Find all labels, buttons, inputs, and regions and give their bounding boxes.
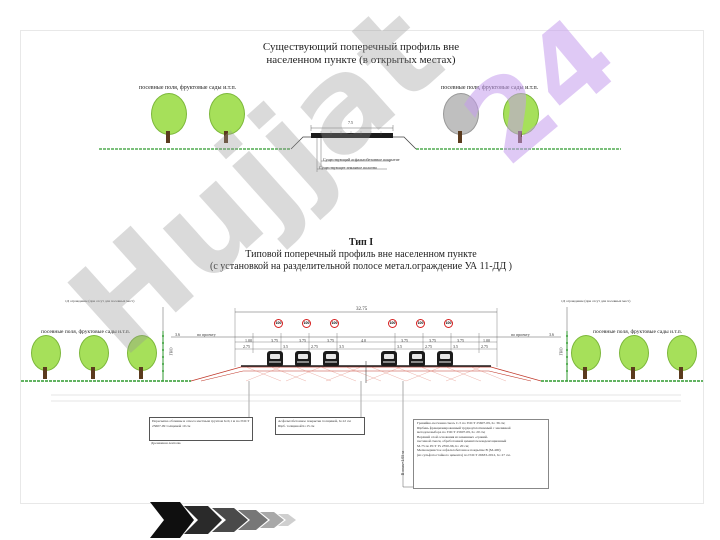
vert-label-right: ГНО [558,347,564,356]
top-leader-subgrade: Существующее земляное полотно [319,165,378,170]
car-icon [437,351,453,366]
lane-dim: 3.75 [327,338,334,343]
bottom-label-right: посевные поля, фруктовые сады и.т.п. [593,329,683,335]
sub-dim: 2.75 [243,344,250,349]
no-project-left: по проекту [197,332,216,337]
lane-dim: 1.00 [483,338,490,343]
lane-dim: 3.75 [271,338,278,343]
sign-value: 100 [389,321,396,325]
sub-dim: 2.75 [481,344,488,349]
top-leader-asphalt: Существующий асфальтобетонное покрытие [323,157,400,162]
note-box-layers: Гравийно-песчаная смесь С-5 по ГОСТ 2560… [413,419,549,489]
top-profile [99,125,621,172]
dim-side-right: 3.6 [549,332,554,337]
bottom-title: Тип I Типовой поперечный профиль вне нас… [201,237,521,273]
top-title: Существующий поперечный профиль вне насе… [201,41,521,67]
sub-dim: 2.75 [311,344,318,349]
sign-value: 100 [331,321,338,325]
top-title-line1: Существующий поперечный профиль вне [262,41,460,53]
fence-note-left: 1Д ограждение (при отсут для посевных ме… [65,299,135,303]
bottom-title-line1: Тип I [348,237,374,248]
sign-value: 100 [303,321,310,325]
lane-dim: 3.75 [457,338,464,343]
sub-dim: 3.5 [339,344,344,349]
no-project-right: по проекту [511,332,530,337]
car-icon [295,351,311,366]
layer-note: методом выбора по ГОСТ 25607-09, h= 20 с… [417,430,486,434]
fence-note-right: 1Д ограждение (при отсут для посевных ме… [561,299,631,303]
note-drain: Дренажная ленточн. [151,441,182,445]
speed-limit-sign-icon: 100 [274,319,283,328]
lane-dim: 3.75 [429,338,436,343]
sign-value: 100 [445,321,452,325]
lane-dim: 3.75 [299,338,306,343]
sub-dim: 3.5 [397,344,402,349]
layer-note: М-75 по РСТ Уз 2350-96, h= 20 см; [417,443,470,448]
layer-note: (из сульфатостойкого цемента) по ГОСТ 26… [417,452,511,457]
bottom-title-line2: Типовой поперечный профиль вне населенно… [245,249,477,260]
speed-limit-sign-icon: 100 [388,319,397,328]
footer-chevrons [150,502,296,538]
layer-note: Верхний слой основания из каменных «грав… [417,434,488,439]
tree-icon [443,93,479,143]
note-shoulder: Пересыпка обочины и откоса местным грунт… [152,419,250,428]
bottom-label-left: посевные поля, фруктовые сады и.т.п. [41,329,131,335]
note-asphalt: Асфальтобетонное покрытие толщиной, h=12… [278,419,351,423]
car-icon [267,351,283,366]
top-label-right: посевные поля, фруктовые сады и.т.п. [441,85,539,91]
speed-limit-sign-icon: 100 [330,319,339,328]
car-icon [323,351,339,366]
tree-icon [503,93,539,143]
sub-dim: 2.75 [425,344,432,349]
tree-icon [79,335,109,379]
layer-note: песчаной смеси, обработанной цементом ко… [417,439,507,443]
tree-icon [571,335,601,379]
sub-dim: 3.5 [453,344,458,349]
tree-icon [209,93,245,143]
speed-limit-sign-icon: 100 [444,319,453,328]
note-gravel: Щеб. толщиной h=15 см [278,423,315,428]
note-box-left: Пересыпка обочины и откоса местным грунт… [149,417,253,441]
layer-note: Гравийно-песчаная смесь С-5 по ГОСТ 2560… [417,421,506,425]
sign-value: 100 [275,321,282,325]
sign-value: 100 [417,321,424,325]
speed-limit-sign-icon: 100 [416,319,425,328]
car-icon [381,351,397,366]
car-icon [409,351,425,366]
tree-icon [31,335,61,379]
speed-limit-sign-icon: 100 [302,319,311,328]
bottom-title-line3: (с установкой на разделительной полосе м… [209,261,513,272]
tree-icon [151,93,187,143]
dim-side-left: 3.6 [175,332,180,337]
tree-icon [127,335,157,379]
tree-icon [667,335,697,379]
total-width-dim: 32.75 [356,307,368,312]
tree-icon [619,335,649,379]
layer-note: Щебень фракционированный трудноуплотняем… [417,425,511,430]
vert-note: В осях=1.05 м [399,451,405,476]
lane-dim: 3.75 [401,338,408,343]
note-box-mid: Асфальтобетонное покрытие толщиной, h=12… [275,417,365,435]
lane-dim: 1.00 [245,338,252,343]
layer-note: Мелкозернистое асфальтобетонное покрытие… [417,448,501,452]
lane-dim: 4.0 [361,338,366,343]
top-title-line2: населенном пункте (в открытых местах) [266,54,456,66]
top-label-left: посевные поля, фруктовые сады и.т.п. [139,85,237,91]
sub-dim: 3.5 [283,344,288,349]
top-dim-road: 7.5 [348,120,353,125]
drawing-sheet: Существующий поперечный профиль вне насе… [20,0,704,504]
